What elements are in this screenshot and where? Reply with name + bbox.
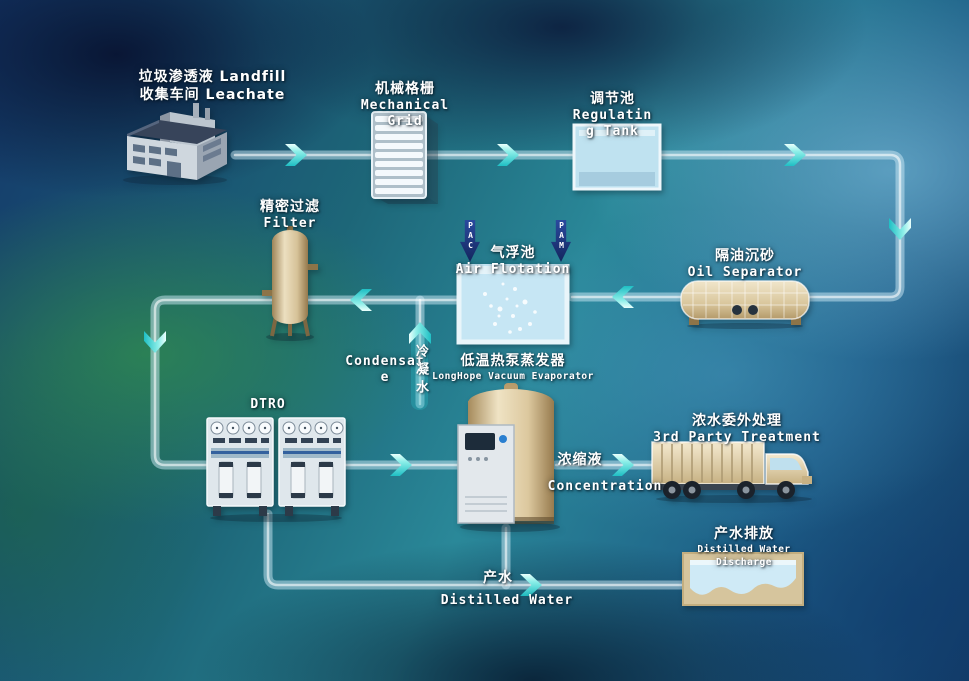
mechanical-grid-label: 机械格栅 Mechanical Grid [340,80,470,130]
evaporator-label-en: LongHope Vacuum Evaporator [432,371,594,382]
pac-dosing-label: PAC [466,221,475,251]
collection-label-line1: 垃圾渗透液 Landfill [138,69,287,85]
regulating-tank-label-en1: Regulatin [572,108,653,123]
regulating-tank-label-en2: g Tank [586,124,639,139]
air-flotation-label-en: Air Flotation [455,262,571,277]
oil-separator-label-en: Oil Separator [687,265,803,280]
concentration-en-label: Concentration [542,479,668,495]
filter-label-zh: 精密过滤 [260,199,320,215]
air-flotation-label: 气浮池 Air Flotation [452,244,574,278]
air-flotation-label-zh: 气浮池 [490,245,536,261]
regulating-tank-label: 调节池 Regulatin g Tank [555,90,670,140]
evaporator-label: 低温热泵蒸发器 LongHope Vacuum Evaporator [432,352,594,383]
evaporator-illustration [450,381,562,533]
mechanical-grid-illustration [366,108,442,208]
mechanical-grid-label-zh: 机械格栅 [375,81,435,97]
dtro-label-en: DTRO [250,397,286,412]
distilled-en-label: Distilled Water [436,593,578,609]
third-party-label-en: 3rd Party Treatment [653,430,821,445]
discharge-label-zh: 产水排放 [714,526,774,542]
air-flotation-tank-illustration [455,254,571,346]
truck-illustration [650,436,818,504]
condensate-label-line2: e [380,370,390,385]
oil-separator-illustration [679,277,811,329]
third-party-label-zh: 浓水委外处理 [692,413,782,429]
discharge-label: 产水排放 Distilled Water Discharge [668,525,820,569]
condensate-label-line1: Condensat [345,354,425,369]
oil-separator-label-zh: 隔油沉砂 [715,248,775,264]
distilled-zh-label: 产水 [474,569,522,587]
filter-label-en: Filter [263,216,317,231]
condensate-vertical-label: 冷凝水 [413,344,428,398]
evaporator-label-zh: 低温热泵蒸发器 [460,353,566,369]
precision-filter-illustration [260,224,320,342]
discharge-label-en: Distilled Water Discharge [697,544,791,568]
filter-label: 精密过滤 Filter [248,198,332,232]
dtro-unit-illustration [205,412,347,522]
condensate-label: Condensat e [337,354,433,386]
dtro-label: DTRO [236,397,300,413]
concentration-label-zh: 浓缩液 [557,452,603,468]
pam-dosing-label: PAM [557,221,566,251]
collection-label-line2: 收集车间 Leachate [139,87,286,103]
condensate-pipe-band [411,330,428,410]
regulating-tank-label-zh: 调节池 [590,91,635,107]
distilled-label-zh: 产水 [483,570,513,586]
factory-illustration [115,100,243,185]
discharge-basin-illustration [682,552,804,606]
third-party-label: 浓水委外处理 3rd Party Treatment [642,412,832,446]
collection-label: 垃圾渗透液 Landfill 收集车间 Leachate [115,68,310,104]
concentration-zh-label: 浓缩液 [550,451,610,469]
distilled-label-en: Distilled Water [440,593,574,608]
pac-dosing-arrow: PAC [460,220,480,262]
mechanical-grid-label-en: Mechanical Grid [360,98,450,129]
pam-dosing-arrow: PAM [551,220,571,262]
regulating-tank-illustration [571,122,663,192]
concentration-label-en: Concentration [547,479,663,494]
oil-separator-label: 隔油沉砂 Oil Separator [680,247,810,281]
